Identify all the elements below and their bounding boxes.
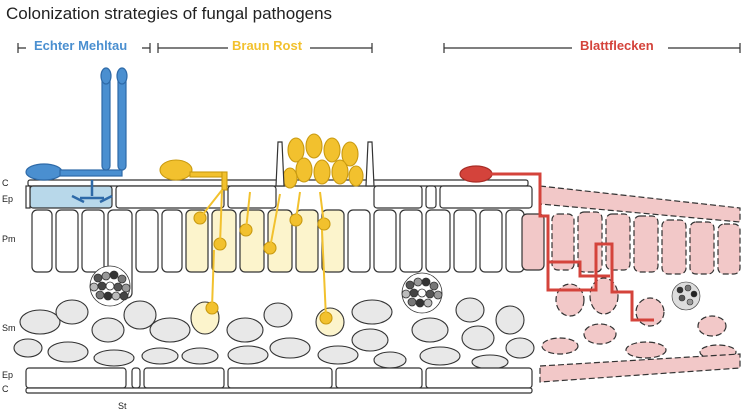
rust-pustule-walls [275,141,375,187]
layer-label-spongy: Sm [2,323,16,333]
layer-label-epidermis-top: Ep [2,194,14,204]
layer-label-cuticle-top: C [2,178,9,188]
label-echter-mehltau: Echter Mehltau [34,38,128,53]
layer-label-cuticle-bottom: C [2,384,9,394]
mildew-fungus [25,67,128,204]
palisade-cells [31,209,545,299]
layer-label-stoma: St [118,401,127,411]
leafspot-lesion [539,185,741,383]
label-braun-rost: Braun Rost [232,38,303,53]
rust-fungus [159,133,364,325]
label-blattflecken: Blattflecken [580,38,654,53]
spongy-cells [13,297,535,370]
stomatal-cluster-right [401,272,443,314]
layer-label-epidermis-bottom: Ep [2,370,14,380]
leafspot-fungus [459,165,493,183]
layer-label-palisade: Pm [2,234,16,244]
diagram-title: Colonization strategies of fungal pathog… [6,4,333,23]
section-brackets [17,43,741,53]
lower-epidermis [25,367,533,394]
stomatal-cluster-left [89,265,131,307]
leafspot-hyphae [490,172,654,322]
leafspot-necrotic-core [671,281,701,311]
